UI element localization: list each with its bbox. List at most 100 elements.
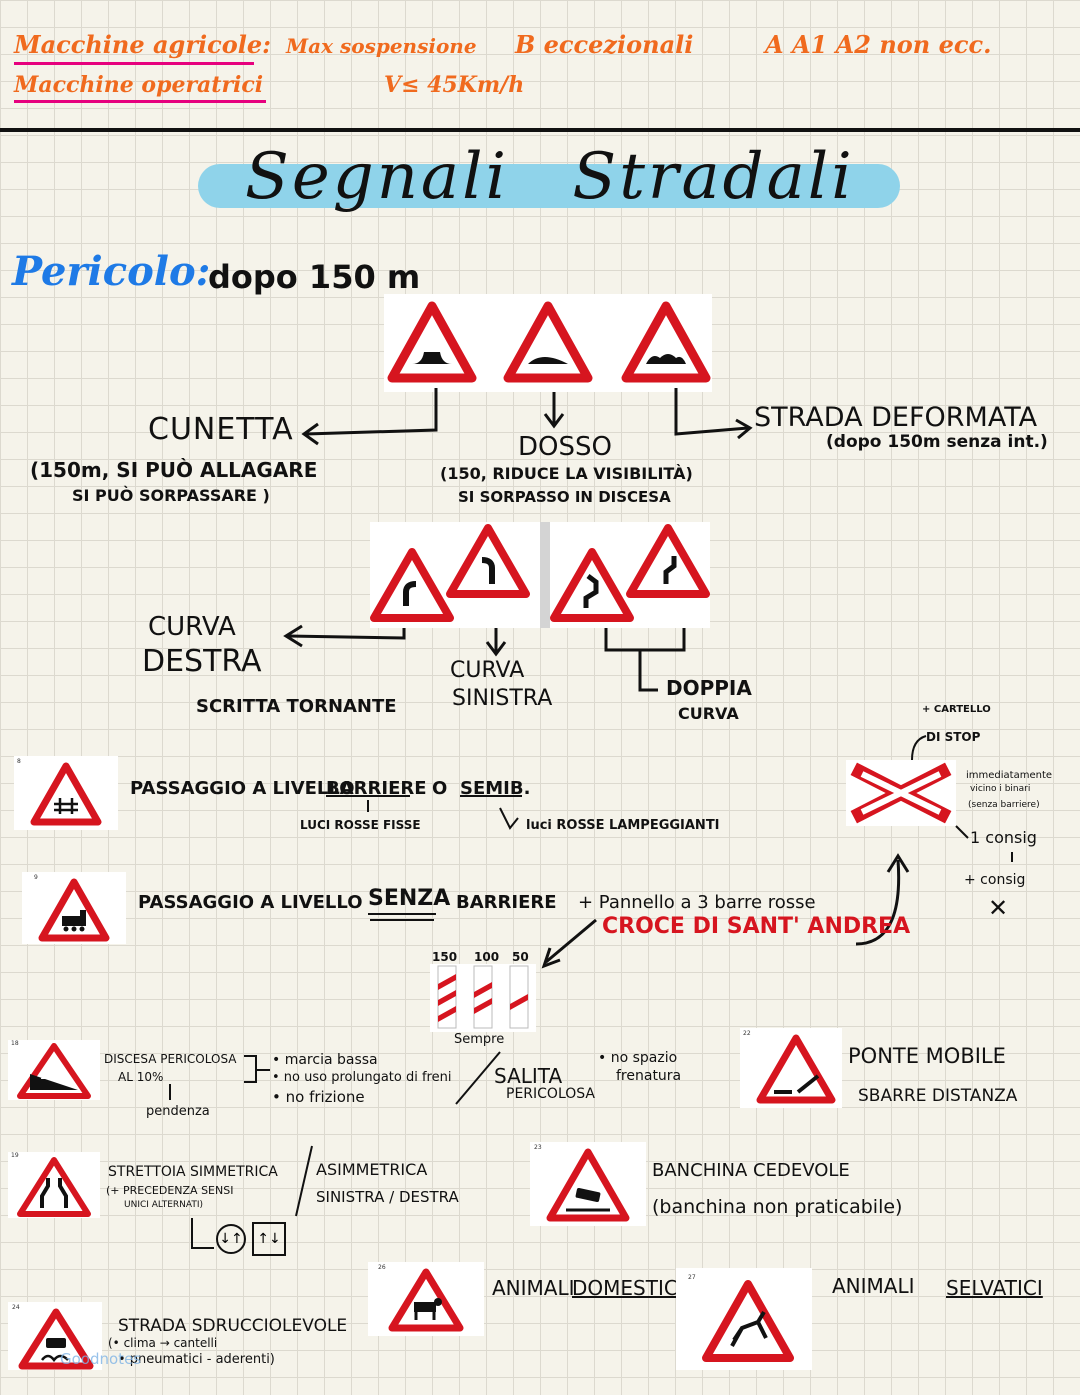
- dosso-note-1: (150, RIDUCE LA VISIBILITÀ): [440, 464, 693, 483]
- animali-selvatici-sign-icon: [702, 1280, 794, 1362]
- text-1-consig: 1 consig: [970, 828, 1037, 847]
- text-sempre: Sempre: [454, 1032, 505, 1047]
- ponte-mobile-sign-icon: [756, 1034, 836, 1104]
- section-note-150m: dopo 150 m: [208, 258, 421, 296]
- signs-row2-svg: [370, 522, 710, 628]
- magenta-underline-2: [14, 100, 266, 103]
- animali-domestici-card: 26: [368, 1262, 484, 1336]
- signs-row2-card: [370, 522, 710, 628]
- header-macchine-agricole: Macchine agricole:: [14, 30, 271, 59]
- strada-deformata-sign-icon: [621, 301, 711, 383]
- curva-sinistra-sign-icon: [446, 524, 530, 598]
- signs-row1-svg: [387, 301, 711, 383]
- croce-sant-andrea-icon: [850, 762, 952, 824]
- text-piu-consig: + consig: [964, 872, 1026, 888]
- strettoia-t4: ASIMMETRICA: [316, 1160, 428, 1179]
- dist-label-150: 150: [432, 950, 458, 964]
- text-semib: SEMIB.: [460, 778, 531, 799]
- text-barriere-2: BARRIERE: [456, 892, 557, 913]
- sign-number: 9: [34, 874, 38, 881]
- text-passaggio-livello-1: PASSAGGIO A LIVELLO: [130, 778, 355, 799]
- strettoia-t1: STRETTOIA SIMMETRICA: [108, 1164, 278, 1180]
- sign-number: 23: [534, 1144, 542, 1151]
- label-dosso: DOSSO: [518, 432, 612, 462]
- dosso-note-2: SI SORPASSO IN DISCESA: [458, 488, 671, 506]
- text-pannello: + Pannello a 3 barre rosse: [578, 892, 816, 913]
- passaggio-senza-barriere-sign-icon: [38, 878, 110, 942]
- label-curva-sinistra-1: CURVA: [450, 658, 525, 683]
- label-curva-destra-2: DESTRA: [142, 644, 262, 679]
- text-luci-lampeggianti: luci ROSSE LAMPEGGIANTI: [526, 818, 720, 833]
- sign-number: 8: [17, 758, 21, 765]
- text-cartello-stop-1: + CARTELLO: [922, 704, 991, 715]
- cunetta-note-1: (150m, SI PUÒ ALLAGARE: [30, 458, 318, 482]
- banchina-t1: BANCHINA CEDEVOLE: [652, 1160, 850, 1181]
- sign-number: 27: [688, 1274, 696, 1281]
- salita-2: PERICOLOSA: [506, 1086, 595, 1102]
- header-velocita: V≤ 45Km/h: [384, 72, 525, 98]
- text-vicino-binari: vicino i binari: [970, 784, 1031, 794]
- label-doppia-curva-2: CURVA: [678, 704, 739, 723]
- no-spazio-1: • no spazio: [598, 1050, 678, 1066]
- animali-selvatici-2: SELVATICI: [946, 1276, 1043, 1300]
- strettoia-t2: (+ PRECEDENZA SENSI: [106, 1184, 234, 1197]
- text-barriere: BARRIERE: [326, 778, 427, 799]
- doppia-curva-2-sign-icon: [626, 524, 710, 598]
- strettoia-t5: SINISTRA / DESTRA: [316, 1188, 459, 1206]
- sign-number: 18: [11, 1040, 19, 1047]
- animali-selvatici-1: ANIMALI: [832, 1274, 915, 1298]
- watermark-goodnotes: Goodnotes: [60, 1350, 142, 1368]
- header-macchine-operatrici: Macchine operatrici: [14, 72, 264, 98]
- strettoia-t3: UNICI ALTERNATI): [124, 1200, 203, 1210]
- label-cunetta: CUNETTA: [148, 412, 294, 447]
- label-curva-destra-1: CURVA: [148, 612, 236, 642]
- discesa-badge: 10%: [40, 1072, 62, 1082]
- strettoia-card: 19: [8, 1152, 100, 1218]
- discesa-t1: DISCESA PERICOLOSA: [104, 1052, 237, 1066]
- animali-domestici-2: DOMESTICI: [572, 1276, 684, 1300]
- ponte-t2: SBARRE DISTANZA: [858, 1086, 1018, 1106]
- text-immediatamente: immediatamente: [966, 770, 1053, 781]
- header-a-non-ecc: A A1 A2 non ecc.: [765, 30, 992, 59]
- section-label-pericolo: Pericolo:: [12, 248, 211, 295]
- passaggio-senza-barriere-card: 9: [22, 872, 126, 944]
- pannelli-distanziometrici-icon: [437, 965, 529, 1029]
- header-max-sospensione: Max sospensione: [286, 34, 477, 58]
- sign-number: 22: [743, 1030, 751, 1037]
- discesa-t3: pendenza: [146, 1104, 210, 1119]
- label-curva-sinistra-2: SINISTRA: [452, 686, 553, 711]
- banchina-t2: (banchina non praticabile): [652, 1196, 903, 1218]
- no-spazio-2: frenatura: [616, 1068, 682, 1084]
- sdrucciolevole-t1: STRADA SDRUCCIOLEVOLE: [118, 1316, 348, 1336]
- magenta-underline: [14, 62, 254, 65]
- label-scritta-tornante: SCRITTA TORNANTE: [196, 696, 397, 717]
- animali-domestici-1: ANIMALI: [492, 1276, 575, 1300]
- dist-label-50: 50: [512, 950, 529, 964]
- precedenza-square-icon: ↑↓: [252, 1222, 286, 1256]
- salita-1: SALITA: [494, 1064, 563, 1088]
- text-senza: SENZA: [368, 886, 451, 911]
- discesa-b1: • marcia bassa: [272, 1052, 378, 1068]
- animali-selvatici-card: 27: [676, 1268, 812, 1370]
- dosso-sign-icon: [503, 301, 593, 383]
- deformata-note: (dopo 150m senza int.): [826, 432, 1048, 452]
- title-highlight: [198, 164, 900, 208]
- strada-sdrucciolevole-card: 24: [8, 1302, 102, 1370]
- ponte-mobile-card: 22: [740, 1028, 842, 1108]
- discesa-pericolosa-sign-icon: [17, 1043, 91, 1099]
- sign-number: 26: [378, 1264, 386, 1271]
- croce-sant-andrea-card: [846, 760, 956, 826]
- page-title: Segnali Stradali: [245, 140, 855, 214]
- header-b-eccezionali: B eccezionali: [515, 30, 694, 59]
- discesa-pericolosa-card: 18 10%: [8, 1040, 100, 1100]
- discesa-b3: • no frizione: [272, 1088, 365, 1106]
- discesa-b2: • no uso prolungato di freni: [272, 1070, 452, 1085]
- text-croce-sant-andrea: CROCE DI SANT' ANDREA: [602, 914, 911, 939]
- dist-label-100: 100: [474, 950, 500, 964]
- animali-domestici-sign-icon: [388, 1268, 464, 1332]
- strada-sdrucciolevole-sign-icon: [18, 1308, 94, 1370]
- pannelli-distanziometrici-card: [430, 964, 536, 1032]
- discesa-t2: AL 10%: [118, 1070, 164, 1084]
- label-doppia-curva-1: DOPPIA: [666, 676, 752, 700]
